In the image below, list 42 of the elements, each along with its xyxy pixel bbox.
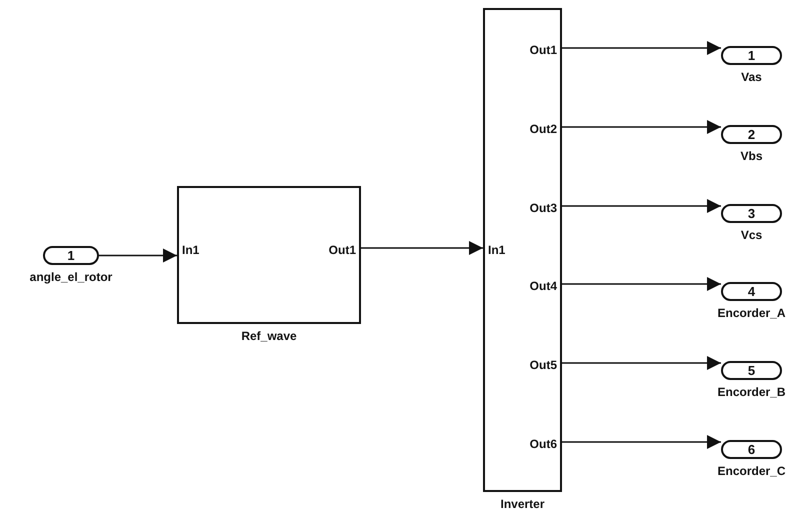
- signal-arrow: [361, 241, 483, 255]
- subsystem-block: [483, 8, 562, 492]
- port-terminal: [721, 282, 782, 301]
- port-label: Out1: [530, 43, 557, 57]
- port-label: In1: [488, 243, 506, 257]
- signal-arrow: [99, 248, 177, 262]
- signal-name: Vcs: [740, 228, 762, 242]
- block-name: Inverter: [500, 497, 545, 511]
- port-label: Out2: [530, 122, 557, 136]
- port-number: 1: [67, 248, 75, 263]
- signal-arrow: [562, 277, 721, 291]
- signal-arrow: [562, 356, 721, 370]
- port-terminal: [43, 246, 99, 265]
- port-number: 6: [748, 442, 756, 457]
- signal-name: Encorder_A: [717, 306, 786, 320]
- signal-name: angle_el_rotor: [30, 270, 112, 284]
- port-label: In1: [182, 243, 200, 257]
- port-number: 2: [748, 127, 756, 142]
- port-label: Out4: [530, 279, 557, 293]
- port-number: 1: [748, 48, 756, 63]
- port-label: Out3: [530, 201, 557, 215]
- subsystem-block: [177, 186, 361, 324]
- port-label: Out5: [530, 358, 557, 372]
- signal-arrow: [562, 41, 721, 55]
- port-number: 5: [748, 363, 756, 378]
- signal-name: Vbs: [740, 149, 762, 163]
- signal-name: Encorder_B: [717, 385, 786, 399]
- signal-name: Vas: [741, 70, 762, 84]
- port-label: Out6: [530, 437, 557, 451]
- signal-name: Encorder_C: [717, 464, 786, 478]
- port-terminal: [721, 204, 782, 223]
- port-number: 4: [748, 284, 756, 299]
- port-terminal: [721, 125, 782, 144]
- port-number: 3: [748, 206, 756, 221]
- signal-arrow: [562, 435, 721, 449]
- port-terminal: [721, 361, 782, 380]
- block-name: Ref_wave: [241, 329, 297, 343]
- port-terminal: [721, 440, 782, 459]
- port-label: Out1: [328, 243, 356, 257]
- port-terminal: [721, 46, 782, 65]
- signal-arrow: [562, 199, 721, 213]
- signal-arrow: [562, 120, 721, 134]
